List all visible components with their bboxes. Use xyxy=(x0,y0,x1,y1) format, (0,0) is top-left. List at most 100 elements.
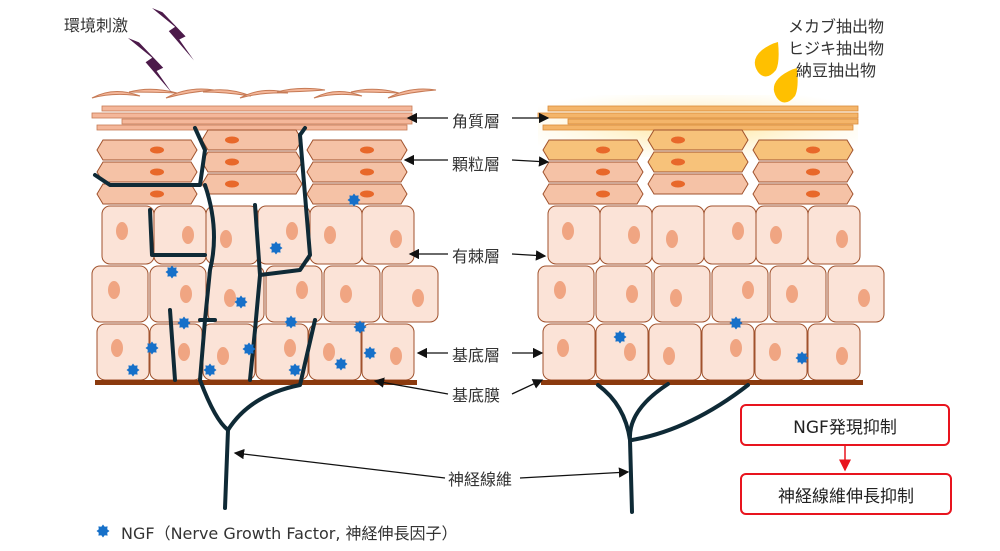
cell-nucleus xyxy=(626,285,638,303)
cell-nucleus xyxy=(786,285,798,303)
granular-cell xyxy=(542,183,644,205)
ngf-dot xyxy=(284,315,298,329)
cell-nucleus xyxy=(390,230,402,248)
cell-nucleus xyxy=(562,222,574,240)
ngf-dot xyxy=(288,363,302,377)
corneum-scale xyxy=(350,88,400,94)
granular-nucleus xyxy=(150,168,164,176)
cell-nucleus xyxy=(858,289,870,307)
nerve-fiber xyxy=(226,318,317,432)
granular-cell xyxy=(306,161,408,183)
granular-nucleus xyxy=(671,136,685,144)
extract-mekabu: メカブ抽出物 xyxy=(788,17,885,36)
granular-cell xyxy=(201,129,303,151)
cell-nucleus xyxy=(730,339,742,357)
spinous-cell xyxy=(711,265,769,323)
ngf-dot xyxy=(347,193,361,207)
corneum-layer xyxy=(91,112,413,119)
ngf-dot xyxy=(353,320,367,334)
spinous-cell xyxy=(599,205,653,265)
nerve-fiber xyxy=(596,383,634,514)
ngf-dot xyxy=(96,524,110,538)
ngf-dot xyxy=(795,351,809,365)
nerve-fiber xyxy=(630,383,750,442)
cell-nucleus xyxy=(628,226,640,244)
cell-nucleus xyxy=(224,289,236,307)
nerve-fiber xyxy=(93,126,207,187)
granular-nucleus xyxy=(225,180,239,188)
cell-nucleus xyxy=(108,281,120,299)
label-arrow xyxy=(511,250,547,261)
ngf-dot xyxy=(242,342,256,356)
granular-cell xyxy=(752,139,854,161)
cell-nucleus xyxy=(670,289,682,307)
cell-nucleus xyxy=(323,343,335,361)
corneum-scale xyxy=(128,88,178,94)
cell-nucleus xyxy=(217,347,229,365)
spinous-cell xyxy=(653,265,711,323)
cell-nucleus xyxy=(180,285,192,303)
basal-cell xyxy=(96,323,150,381)
granular-nucleus xyxy=(671,158,685,166)
label-arrow xyxy=(373,377,449,395)
nerve-fiber xyxy=(253,133,312,277)
spinous-cell xyxy=(149,265,207,323)
granular-nucleus xyxy=(360,190,374,198)
label-nerve-fiber: 神経線維 xyxy=(448,470,513,489)
granular-nucleus xyxy=(150,190,164,198)
spinous-cell xyxy=(101,205,155,265)
spinous-cell xyxy=(381,265,439,323)
granular-cell xyxy=(647,129,749,151)
legend-ngf: NGF（Nerve Growth Factor, 神経伸長因子） xyxy=(121,524,458,543)
corneum-layer xyxy=(537,112,859,119)
basement-membrane xyxy=(95,380,417,385)
label-basal: 基底層 xyxy=(452,346,501,365)
spinous-cell xyxy=(595,265,653,323)
extract-drop-icon xyxy=(754,42,779,77)
ngf-dot xyxy=(145,341,159,355)
cell-nucleus xyxy=(286,222,298,240)
label-arrow xyxy=(519,467,630,479)
granular-nucleus xyxy=(150,146,164,154)
label-granular: 顆粒層 xyxy=(452,155,501,174)
corneum-scale xyxy=(165,88,215,99)
cell-nucleus xyxy=(742,281,754,299)
granular-nucleus xyxy=(596,146,610,154)
granular-nucleus xyxy=(225,158,239,166)
granular-cell xyxy=(96,139,198,161)
cell-nucleus xyxy=(624,343,636,361)
cell-nucleus xyxy=(220,230,232,248)
extract-hijiki: ヒジキ抽出物 xyxy=(788,39,885,58)
ngf-dot xyxy=(203,363,217,377)
granular-nucleus xyxy=(806,168,820,176)
corneum-layer xyxy=(542,124,854,131)
cell-nucleus xyxy=(116,222,128,240)
ngf-dot xyxy=(363,346,377,360)
cell-nucleus xyxy=(769,343,781,361)
ngf-dot xyxy=(165,265,179,279)
corneum-scale xyxy=(313,91,363,99)
basement-membrane xyxy=(541,380,863,385)
spinous-cell xyxy=(651,205,705,265)
granular-cell xyxy=(752,161,854,183)
granular-nucleus xyxy=(806,190,820,198)
nerve-fiber xyxy=(627,382,670,442)
basal-cell xyxy=(255,323,309,381)
cell-nucleus xyxy=(770,226,782,244)
granular-nucleus xyxy=(360,168,374,176)
nerve-fiber xyxy=(148,208,207,257)
granular-cell xyxy=(201,173,303,195)
extract-list: メカブ抽出物 ヒジキ抽出物 納豆抽出物 xyxy=(788,16,884,82)
extract-drop-icon xyxy=(773,68,798,103)
ngf-dot xyxy=(334,357,348,371)
granular-cell xyxy=(752,183,854,205)
cell-nucleus xyxy=(554,281,566,299)
granular-nucleus xyxy=(806,146,820,154)
label-basement-membrane: 基底膜 xyxy=(452,386,501,405)
cell-nucleus xyxy=(663,347,675,365)
cell-nucleus xyxy=(557,339,569,357)
granular-nucleus xyxy=(596,168,610,176)
granular-cell xyxy=(306,183,408,205)
label-spinous: 有棘層 xyxy=(452,247,501,266)
